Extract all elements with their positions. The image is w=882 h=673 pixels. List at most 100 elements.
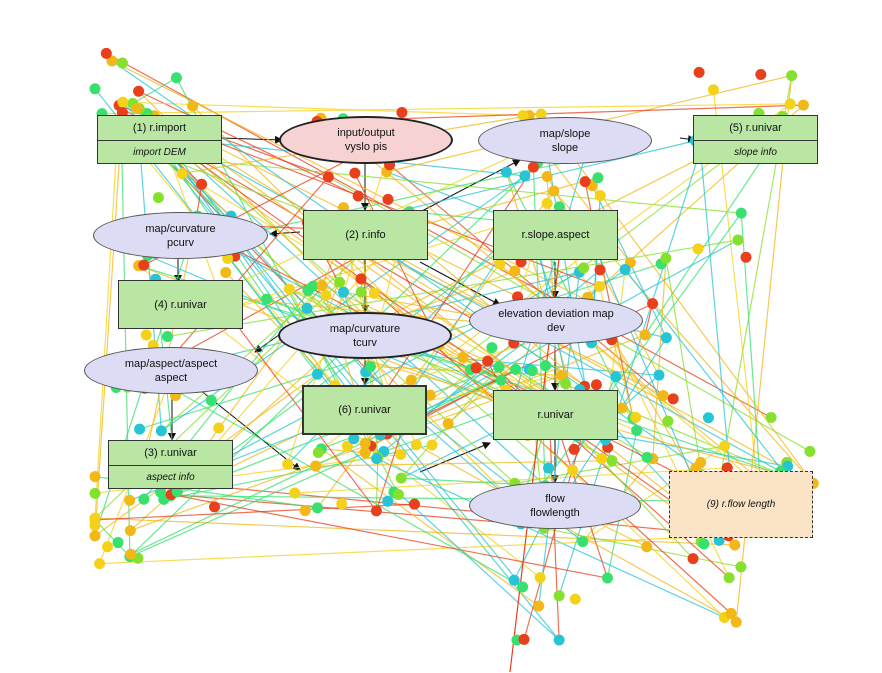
node-map-slope-title: map/slope [539,127,591,140]
overlay-point [730,616,742,628]
overlay-point [540,360,552,372]
overlay-point [352,190,364,202]
node-aspect-info[interactable]: (3) r.univar aspect info [108,440,233,489]
overlay-point [543,462,555,474]
overlay-point [89,487,101,499]
overlay-point [553,634,565,646]
overlay-edge [94,519,131,557]
overlay-point [89,83,101,95]
node-import-title: (1) r.import [98,116,221,142]
overlay-point [500,166,512,178]
overlay-point [470,362,482,374]
overlay-edge [389,164,664,397]
overlay-point [334,276,346,288]
overlay-point [301,302,313,314]
overlay-point [426,439,438,451]
overlay-point [112,537,124,549]
overlay-edge [383,406,512,453]
overlay-point [493,361,505,373]
overlay-point [630,411,642,423]
overlay-point [707,84,719,96]
overlay-point [89,512,101,524]
node-aspect-info-subtitle: aspect info [146,472,195,484]
overlay-point [577,536,589,548]
overlay-point [553,590,565,602]
node-map-aspect[interactable]: map/aspect/aspect aspect [84,347,258,394]
overlay-point [517,581,529,593]
overlay-point [641,541,653,553]
node-map-curvature-title: map/curvature [145,222,216,235]
overlay-point [662,415,674,427]
overlay-edge [540,114,591,417]
overlay-point [170,72,182,84]
overlay-point [510,363,522,375]
overlay-point [578,262,590,274]
overlay-edge [153,115,637,418]
overlay-point [647,298,659,310]
node-map-curvature[interactable]: map/curvature pcurv [93,212,268,259]
overlay-point [355,273,367,285]
overlay-edge [101,103,791,115]
node-univar4[interactable]: (4) r.univar [118,280,243,329]
overlay-point [320,289,332,301]
overlay-point [364,361,376,373]
overlay-point [631,424,643,436]
overlay-point [359,437,371,449]
overlay-point [702,412,714,424]
node-elevation-deviation[interactable]: elevation deviation map dev [469,297,643,344]
node-input-output[interactable]: input/output vyslo pis [279,116,453,164]
node-step3[interactable]: r.slope.aspect [493,210,618,260]
overlay-edge [438,344,725,618]
overlay-point [723,572,735,584]
overlay-point [594,264,606,276]
overlay-point [732,234,744,246]
overlay-point [606,455,618,467]
overlay-point [355,286,367,298]
overlay-edge [346,445,560,641]
node-map-tcurv[interactable]: map/curvature tcurv [278,312,452,359]
overlay-point [205,394,217,406]
overlay-point [660,332,672,344]
node-map-tcurv-subtitle: tcurv [353,336,377,349]
overlay-point [316,279,328,291]
overlay-point [359,447,371,459]
overlay-edge [146,113,381,436]
node-step2[interactable]: (2) r.info [303,210,428,260]
overlay-edge [120,128,131,557]
overlay-point [594,190,606,202]
overlay-point [698,538,710,550]
overlay-point [786,70,798,82]
overlay-point [124,525,136,537]
node-map-slope[interactable]: map/slope slope [478,117,652,164]
overlay-point [338,286,350,298]
overlay-point [592,172,604,184]
node-flowbox[interactable]: (9) r.flow length [669,471,813,538]
overlay-point [138,493,150,505]
overlay-point [616,402,628,414]
overlay-point [641,451,653,463]
node-univar5[interactable]: (5) r.univar slope info [693,115,818,164]
overlay-point [424,389,436,401]
node-univar6[interactable]: (6) r.univar [302,385,427,435]
overlay-point [405,374,417,386]
overlay-point [548,185,560,197]
overlay-edge [167,239,739,338]
overlay-point [797,99,809,111]
overlay-point [152,192,164,204]
overlay-point [619,263,631,275]
overlay-edge [160,250,366,432]
overlay-edge [94,128,122,536]
overlay-point [196,178,208,190]
node-step7[interactable]: r.univar [493,390,618,440]
overlay-point [495,374,507,386]
overlay-point [610,371,622,383]
overlay-edge [546,176,660,376]
node-import-subtitle: import DEM [133,147,186,159]
node-univar4-title: (4) r.univar [154,298,207,311]
overlay-point [370,505,382,517]
overlay-edge [416,444,737,623]
node-import[interactable]: (1) r.import import DEM [97,115,222,164]
node-flowlength[interactable]: flow flowlength [469,482,641,529]
overlay-edge [129,166,534,558]
overlay-point [341,440,353,452]
